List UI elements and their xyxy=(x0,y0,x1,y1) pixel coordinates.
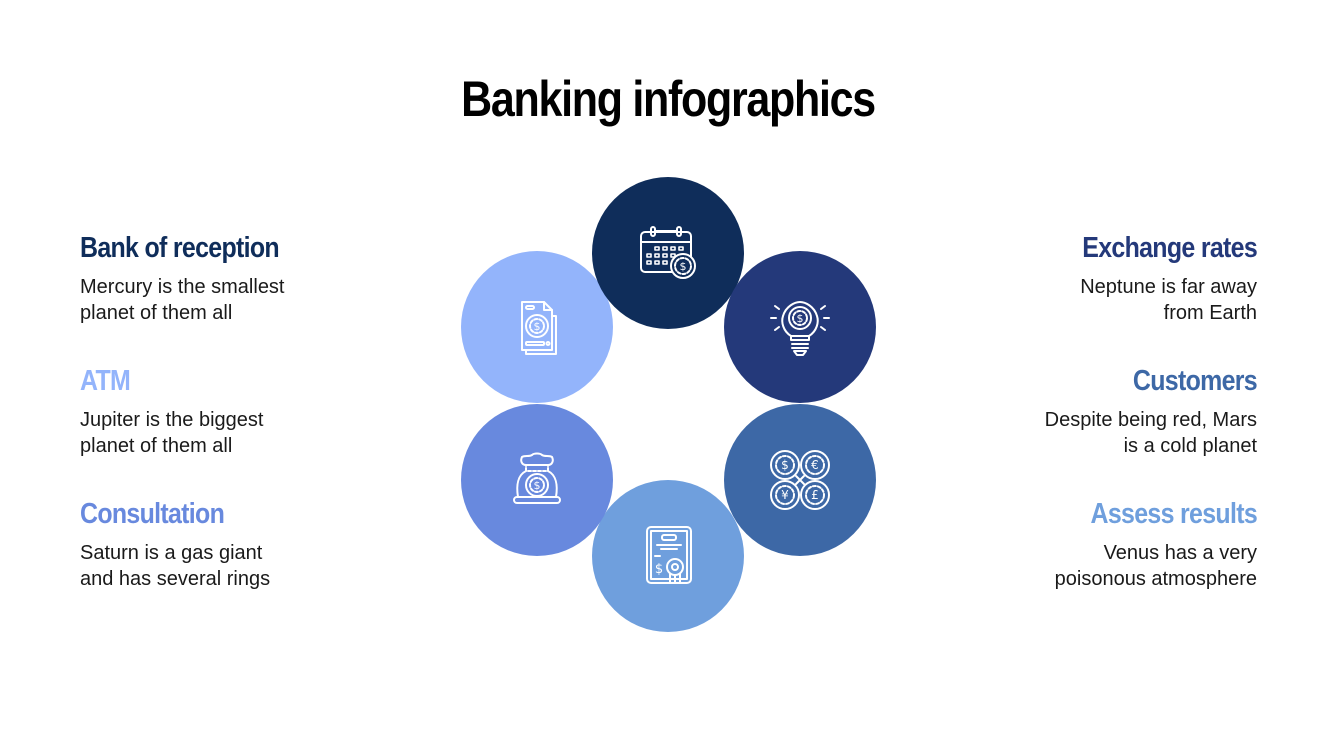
svg-text:$: $ xyxy=(797,312,804,325)
circle-currency: $ € ¥ £ xyxy=(724,404,876,556)
lightbulb-dollar-icon: $ xyxy=(770,301,830,356)
circle-calendar: $ xyxy=(592,177,744,329)
item-description: Mercury is the smallest planet of them al… xyxy=(80,274,380,326)
description-line: is a cold planet xyxy=(1123,435,1257,457)
description-line: planet of them all xyxy=(80,435,233,457)
item-consultation: Consultation Saturn is a gas giant and ha… xyxy=(80,496,380,592)
svg-text:$: $ xyxy=(781,458,789,472)
description-line: Venus has a very xyxy=(1103,542,1257,564)
svg-text:$: $ xyxy=(655,562,663,577)
money-bag-icon: $ xyxy=(513,452,561,504)
circle-money-bag: $ xyxy=(461,404,613,556)
certificate-dollar-icon: $ xyxy=(646,526,692,584)
item-description: Neptune is far away from Earth xyxy=(957,274,1257,326)
circle-invoice: $ xyxy=(461,251,613,403)
circle-lightbulb: $ xyxy=(724,251,876,403)
svg-text:$: $ xyxy=(534,479,541,492)
svg-text:¥: ¥ xyxy=(781,488,789,502)
calendar-dollar-icon: $ xyxy=(640,226,696,279)
item-atm: ATM Jupiter is the biggest planet of them… xyxy=(80,363,380,459)
item-heading: Consultation xyxy=(80,498,225,530)
page-title: Banking infographics xyxy=(461,71,876,127)
item-description: Jupiter is the biggest planet of them all xyxy=(80,407,380,459)
svg-text:$: $ xyxy=(680,260,687,273)
description-line: Despite being red, Mars xyxy=(1044,409,1257,431)
item-description: Despite being red, Mars is a cold planet xyxy=(957,407,1257,459)
item-exchange-rates: Exchange rates Neptune is far away from E… xyxy=(957,230,1257,326)
invoice-document-icon: $ xyxy=(521,301,557,355)
circle-certificate: $ xyxy=(592,480,744,632)
item-heading: ATM xyxy=(80,365,131,397)
item-heading: Bank of reception xyxy=(80,232,280,264)
item-description: Saturn is a gas giant and has several rin… xyxy=(80,540,380,592)
description-line: Saturn is a gas giant xyxy=(80,542,263,564)
svg-text:£: £ xyxy=(811,488,819,502)
item-description: Venus has a very poisonous atmosphere xyxy=(957,540,1257,592)
description-line: Mercury is the smallest xyxy=(80,276,285,298)
description-line: Neptune is far away xyxy=(1080,276,1257,298)
description-line: planet of them all xyxy=(80,302,233,324)
item-heading: Exchange rates xyxy=(1082,232,1257,264)
item-customers: Customers Despite being red, Mars is a co… xyxy=(957,363,1258,459)
currency-exchange-icon: $ € ¥ £ xyxy=(770,450,830,510)
item-bank-of-reception: Bank of reception Mercury is the smalles… xyxy=(80,230,380,326)
item-heading: Assess results xyxy=(1090,498,1258,530)
svg-text:€: € xyxy=(811,458,819,472)
description-line: Jupiter is the biggest xyxy=(80,409,264,431)
description-line: and has several rings xyxy=(80,568,271,590)
description-line: from Earth xyxy=(1163,302,1257,324)
svg-text:$: $ xyxy=(534,320,541,333)
item-heading: Customers xyxy=(1132,365,1258,397)
description-line: poisonous atmosphere xyxy=(1054,568,1257,590)
item-assess-results: Assess results Venus has a very poisonous… xyxy=(957,496,1258,592)
